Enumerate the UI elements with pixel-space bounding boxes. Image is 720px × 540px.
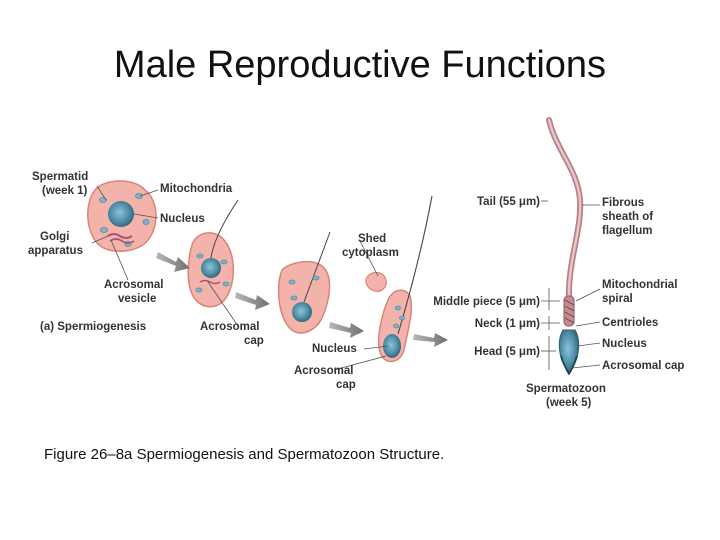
label-spermatid: Spermatid — [32, 171, 88, 183]
label-mitochondria: Mitochondria — [160, 183, 233, 195]
label-middle-piece: Middle piece (5 μm) — [433, 296, 540, 308]
label-golgi-apparatus: apparatus — [28, 245, 83, 257]
slide-title: Male Reproductive Functions — [113, 44, 607, 86]
shed-cytoplasm-blob — [365, 271, 387, 292]
label-acrosomal-cap-a-2: cap — [244, 335, 264, 347]
label-acrosomal-cap-b: Acrosomal — [294, 365, 353, 377]
label-golgi: Golgi — [40, 231, 69, 243]
nucleus-1 — [108, 201, 134, 227]
label-tail: Tail (55 μm) — [477, 196, 540, 208]
label-spermatid-week: (week 1) — [42, 185, 88, 197]
label-shed-cytoplasm: cytoplasm — [342, 247, 399, 259]
spermatozoon — [546, 117, 584, 376]
label-head: Head (5 μm) — [474, 346, 540, 358]
sperm-head — [558, 329, 580, 373]
leader-lines — [91, 185, 601, 371]
label-mitochondrial-spiral: spiral — [602, 293, 633, 305]
label-fibrous: Fibrous — [602, 197, 644, 209]
label-acrosomal-vesicle: Acrosomal — [104, 279, 163, 291]
figure-caption: Figure 26–8a Spermiogenesis and Spermato… — [44, 446, 445, 463]
panel-label: (a) Spermiogenesis — [40, 321, 146, 333]
spermatid-cell-4 — [377, 195, 433, 363]
label-mitochondrial: Mitochondrial — [602, 279, 677, 291]
label-acrosomal-cap-right: Acrosomal cap — [602, 360, 684, 372]
stage-arrows — [156, 252, 448, 347]
label-acrosomal-cap-b-2: cap — [336, 379, 356, 391]
label-nucleus-1: Nucleus — [160, 213, 205, 225]
spermatid-cell-2 — [187, 199, 239, 308]
spermatid-cell-3 — [277, 231, 331, 334]
golgi-1 — [107, 233, 133, 239]
label-fibrous-sheath: sheath of — [602, 211, 653, 223]
label-nucleus-2: Nucleus — [312, 343, 357, 355]
label-spermatozoon-week: (week 5) — [546, 397, 592, 409]
label-acrosomal-cap-a: Acrosomal — [200, 321, 259, 333]
label-spermatozoon: Spermatozoon — [526, 383, 606, 395]
label-nucleus-right: Nucleus — [602, 338, 647, 350]
label-shed: Shed — [358, 233, 386, 245]
label-acrosomal-vesicle-2: vesicle — [118, 293, 156, 305]
label-neck: Neck (1 μm) — [475, 318, 540, 330]
label-centrioles: Centrioles — [602, 317, 658, 329]
label-flagellum: flagellum — [602, 225, 652, 237]
